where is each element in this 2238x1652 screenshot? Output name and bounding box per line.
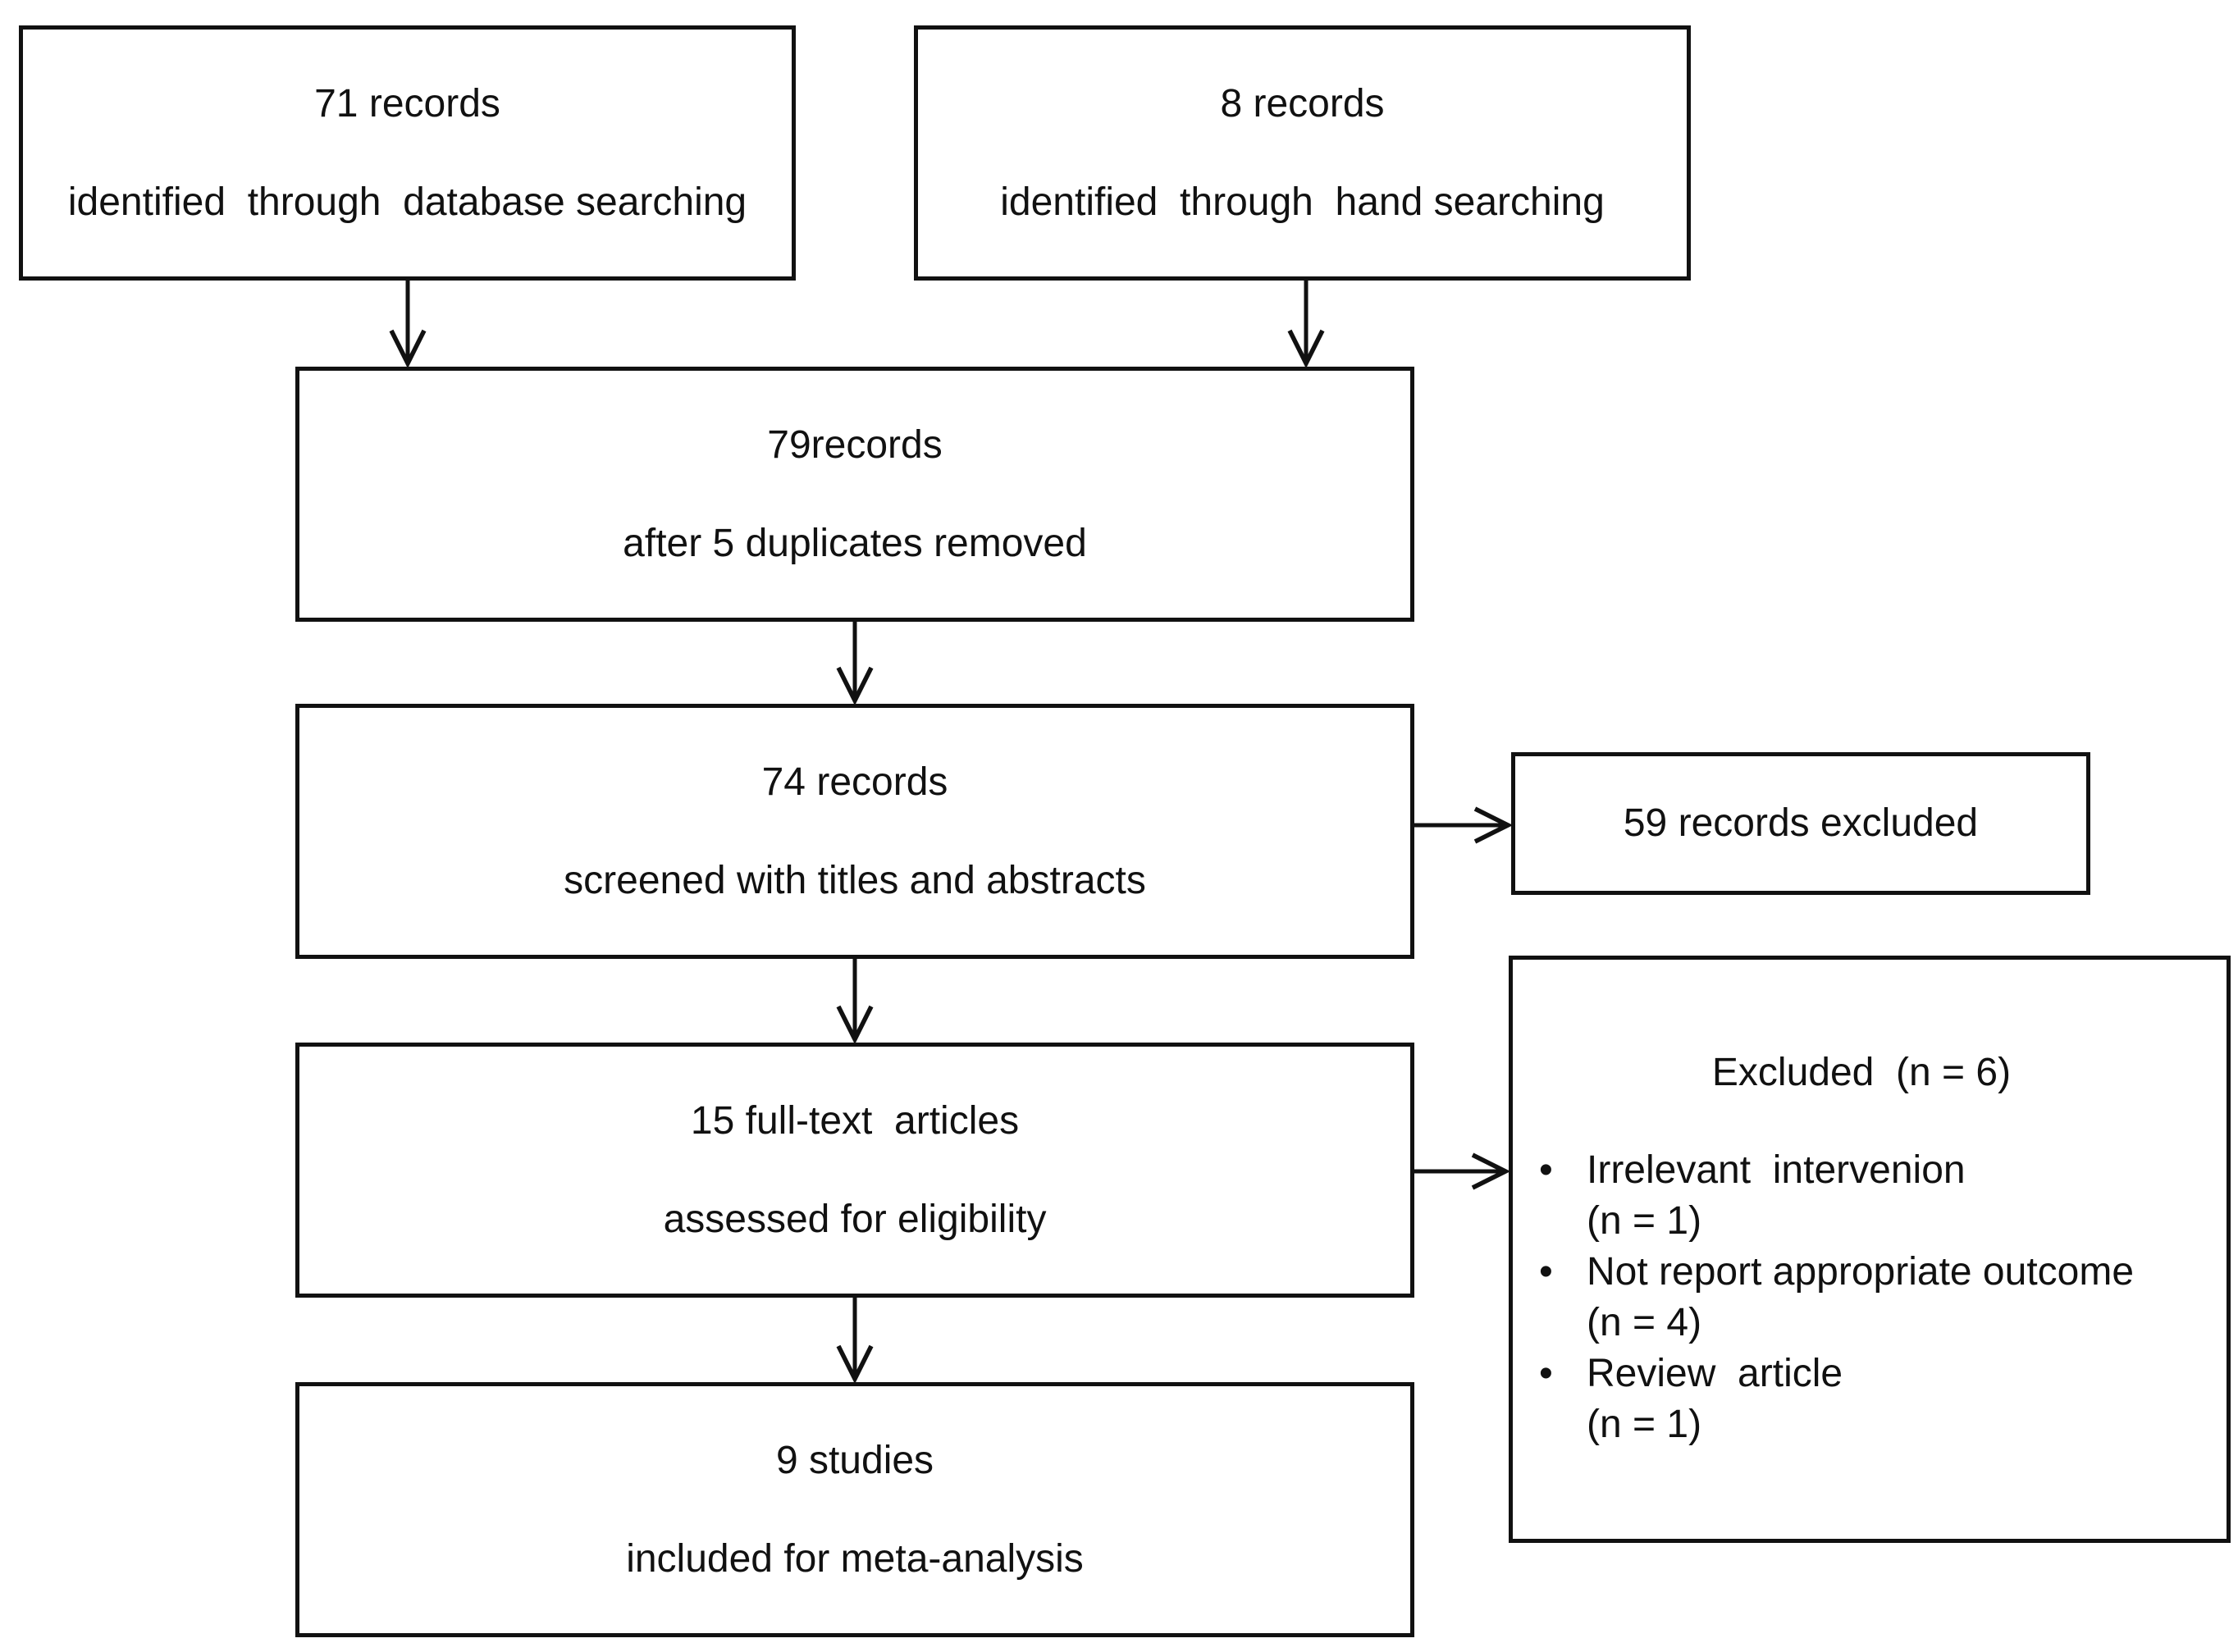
eligibility-article-count: 15 full-text articles [690,1098,1020,1143]
dedup-description: after 5 duplicates removed [623,521,1087,565]
list-item: • Irrelevant intervenion (n = 1) [1513,1145,2210,1247]
eligibility-box: 15 full-text articles assessed for eligi… [295,1043,1414,1298]
screen-excluded-text: 59 records excluded [1623,801,1979,845]
hand-description: identified through hand searching [1000,180,1605,224]
list-item: • Review article (n = 1) [1513,1349,2210,1450]
bullet-icon: • [1539,1250,1553,1294]
excluded-reason: Irrelevant intervenion [1587,1148,1966,1192]
excluded-reason: Review article [1587,1352,1843,1395]
included-study-count: 9 studies [775,1438,934,1482]
dedup-record-count: 79records [767,422,943,467]
screening-record-count: 74 records [761,760,948,804]
hand-search-box: 8 records identified through hand search… [914,25,1691,281]
eligibility-excluded-box: Excluded (n = 6) • Irrelevant intervenio… [1509,956,2231,1543]
list-item: • Not report appropriate outcome (n = 4) [1513,1247,2210,1349]
eligibility-description: assessed for eligibility [663,1197,1047,1241]
excluded-count: (n = 1) [1587,1403,1702,1446]
database-search-box: 71 records identified through database s… [19,25,796,281]
excluded-count: (n = 4) [1587,1301,1702,1344]
excluded-reasons-list: • Irrelevant intervenion (n = 1) • Not r… [1513,1145,2210,1450]
screening-box: 74 records screened with titles and abst… [295,704,1414,959]
bullet-icon: • [1539,1352,1553,1395]
database-description: identified through database searching [67,180,747,224]
included-box: 9 studies included for meta-analysis [295,1382,1414,1637]
bullet-icon: • [1539,1148,1553,1192]
screen-excluded-box: 59 records excluded [1511,752,2090,895]
screening-description: screened with titles and abstracts [564,858,1146,902]
included-description: included for meta-analysis [626,1536,1084,1581]
excluded-title: Excluded (n = 6) [1711,1051,2012,1094]
hand-record-count: 8 records [1220,81,1385,125]
excluded-count: (n = 1) [1587,1199,1702,1243]
dedup-box: 79records after 5 duplicates removed [295,367,1414,622]
excluded-reason: Not report appropriate outcome [1587,1250,2135,1294]
database-record-count: 71 records [314,81,500,125]
